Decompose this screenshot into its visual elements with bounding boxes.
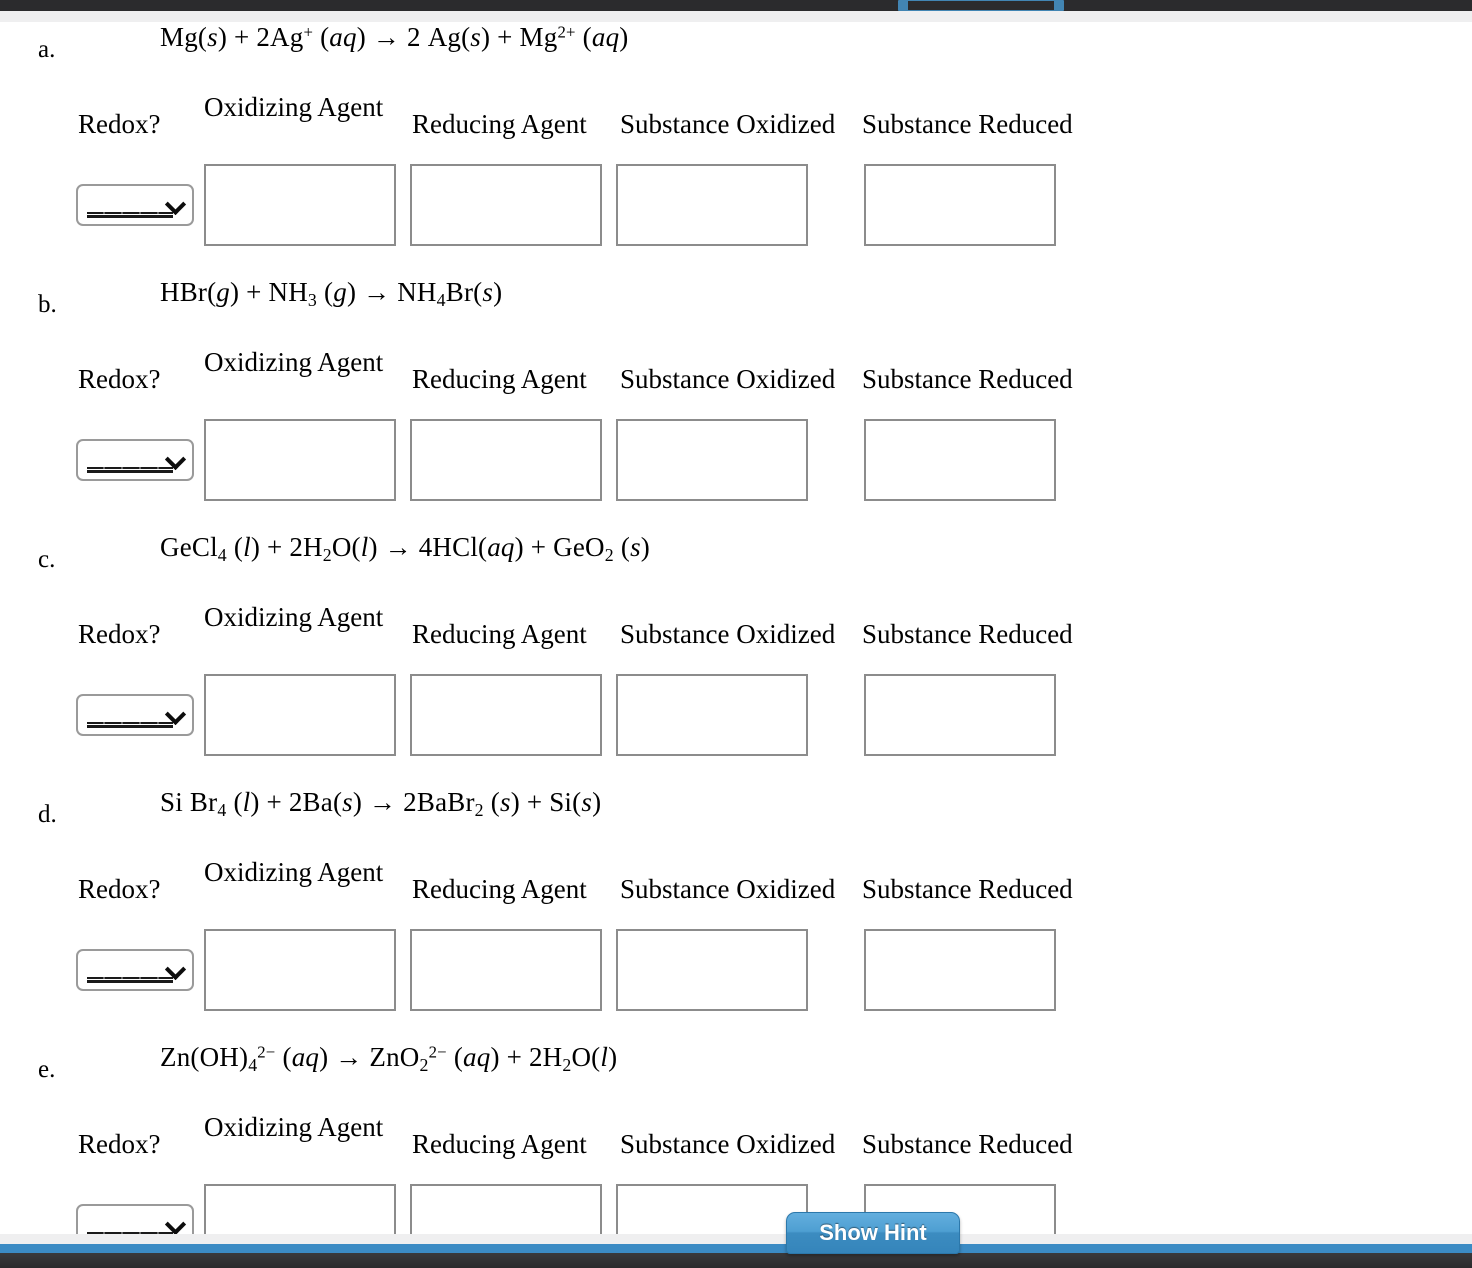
- answer-row: [0, 674, 1160, 756]
- header-substance-oxidized: Substance Oxidized: [620, 1129, 836, 1159]
- reducing-agent-input[interactable]: [410, 674, 602, 756]
- column-header-row: Redox? Oxidizing Agent Reducing Agent Su…: [0, 602, 1160, 654]
- problem-letter: e.: [38, 1056, 56, 1083]
- substance-oxidized-input[interactable]: [616, 929, 808, 1011]
- column-header-row: Redox? Oxidizing Agent Reducing Agent Su…: [0, 347, 1160, 399]
- oxidizing-agent-input[interactable]: [204, 164, 396, 246]
- header-reducing-agent: Reducing Agent: [412, 619, 587, 649]
- header-substance-reduced: Substance Reduced: [862, 364, 1073, 394]
- show-hint-button[interactable]: Show Hint: [786, 1212, 960, 1254]
- substance-reduced-input[interactable]: [864, 164, 1056, 246]
- redox-select[interactable]: [76, 184, 194, 226]
- substance-reduced-input[interactable]: [864, 419, 1056, 501]
- header-redox: Redox?: [78, 109, 161, 139]
- select-placeholder: [87, 977, 173, 983]
- header-substance-oxidized: Substance Oxidized: [620, 364, 836, 394]
- redox-select[interactable]: [76, 694, 194, 736]
- oxidizing-agent-input[interactable]: [204, 674, 396, 756]
- header-redox: Redox?: [78, 364, 161, 394]
- reducing-agent-input[interactable]: [410, 164, 602, 246]
- header-substance-reduced: Substance Reduced: [862, 874, 1073, 904]
- column-header-row: Redox? Oxidizing Agent Reducing Agent Su…: [0, 1112, 1160, 1164]
- header-substance-oxidized: Substance Oxidized: [620, 619, 836, 649]
- footer-gray-strip: [0, 1234, 1472, 1244]
- substance-reduced-input[interactable]: [864, 674, 1056, 756]
- header-oxidizing-agent: Oxidizing Agent: [204, 602, 384, 632]
- footer-blue-bar: [0, 1244, 1472, 1253]
- chemical-equation: GeCl4(l) + 2H2O(l) → 4HCl(aq) + GeO2(s): [160, 532, 650, 565]
- column-header-row: Redox? Oxidizing Agent Reducing Agent Su…: [0, 92, 1160, 144]
- oxidizing-agent-input[interactable]: [204, 929, 396, 1011]
- header-substance-oxidized: Substance Oxidized: [620, 874, 836, 904]
- chevron-down-icon: [167, 1215, 183, 1231]
- substance-oxidized-input[interactable]: [616, 674, 808, 756]
- substance-reduced-input[interactable]: [864, 929, 1056, 1011]
- header-oxidizing-agent: Oxidizing Agent: [204, 347, 384, 377]
- header-substance-reduced: Substance Reduced: [862, 1129, 1073, 1159]
- redox-select[interactable]: [76, 439, 194, 481]
- answer-row: [0, 164, 1160, 246]
- header-oxidizing-agent: Oxidizing Agent: [204, 857, 384, 887]
- problem-letter: a.: [38, 36, 56, 63]
- header-reducing-agent: Reducing Agent: [412, 364, 587, 394]
- chevron-down-icon: [167, 960, 183, 976]
- problem-letter: d.: [38, 801, 57, 828]
- column-header-row: Redox? Oxidizing Agent Reducing Agent Su…: [0, 857, 1160, 909]
- redox-select[interactable]: [76, 949, 194, 991]
- header-substance-reduced: Substance Reduced: [862, 109, 1073, 139]
- header-oxidizing-agent: Oxidizing Agent: [204, 1112, 384, 1142]
- chevron-down-icon: [167, 705, 183, 721]
- footer-dark-bar: [0, 1253, 1472, 1268]
- header-oxidizing-agent: Oxidizing Agent: [204, 92, 384, 122]
- header-redox: Redox?: [78, 619, 161, 649]
- header-reducing-agent: Reducing Agent: [412, 874, 587, 904]
- select-placeholder: [87, 722, 173, 728]
- reducing-agent-input[interactable]: [410, 419, 602, 501]
- oxidizing-agent-input[interactable]: [204, 419, 396, 501]
- browser-top-bar: [0, 0, 1472, 11]
- select-placeholder: [87, 467, 173, 473]
- reducing-agent-input[interactable]: [410, 929, 602, 1011]
- header-substance-oxidized: Substance Oxidized: [620, 109, 836, 139]
- chemical-equation: Zn(OH)42−(aq) → ZnO22−(aq) + 2H2O(l): [160, 1042, 618, 1075]
- header-substance-reduced: Substance Reduced: [862, 619, 1073, 649]
- header-redox: Redox?: [78, 1129, 161, 1159]
- page-top-strip: [0, 11, 1472, 22]
- substance-oxidized-input[interactable]: [616, 164, 808, 246]
- chevron-down-icon: [167, 450, 183, 466]
- header-reducing-agent: Reducing Agent: [412, 1129, 587, 1159]
- answer-row: [0, 929, 1160, 1011]
- select-placeholder: [87, 212, 173, 218]
- substance-oxidized-input[interactable]: [616, 419, 808, 501]
- header-redox: Redox?: [78, 874, 161, 904]
- answer-row: [0, 419, 1160, 501]
- problem-letter: c.: [38, 546, 56, 573]
- horizontal-scrollbar[interactable]: [898, 0, 1064, 11]
- chevron-down-icon: [167, 195, 183, 211]
- header-reducing-agent: Reducing Agent: [412, 109, 587, 139]
- chemical-equation: HBr(g) + NH3(g) → NH4Br(s): [160, 277, 503, 310]
- problem-letter: b.: [38, 291, 57, 318]
